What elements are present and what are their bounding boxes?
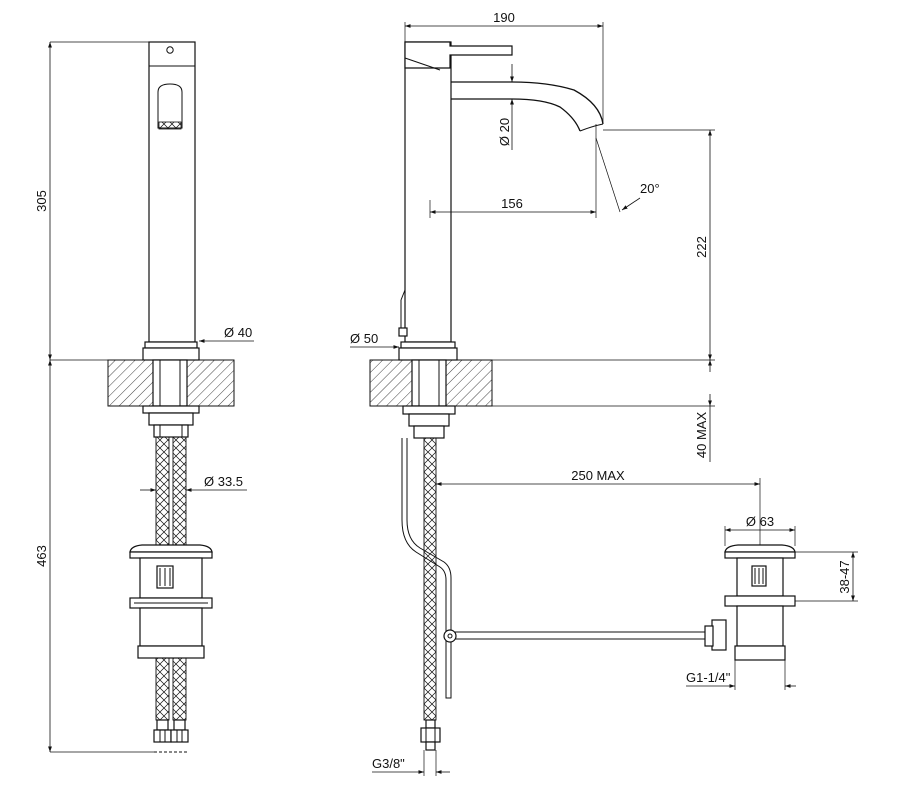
faucet-body-side	[404, 41, 452, 343]
dim-g1-1-4: G1-1/4"	[686, 670, 731, 685]
faucet-body-front	[148, 41, 196, 343]
dim-222: 222	[694, 236, 709, 258]
spout	[451, 81, 604, 125]
dim-dia-33-5: Ø 33.5	[204, 474, 243, 489]
dim-dia-63: Ø 63	[746, 514, 774, 529]
aerator	[158, 121, 182, 130]
dim-38-47: 38-47	[837, 560, 852, 593]
dim-dia-40: Ø 40	[224, 325, 252, 340]
dim-190: 190	[493, 10, 515, 25]
dim-angle: 20°	[640, 181, 660, 196]
dim-40-max: 40 MAX	[694, 412, 709, 459]
hose-side	[423, 437, 437, 721]
dim-dia-50: Ø 50	[350, 331, 378, 346]
front-view: 305 463 Ø 40 Ø 33.5	[34, 41, 254, 753]
dim-dia-20: Ø 20	[497, 118, 512, 146]
dim-463: 463	[34, 545, 49, 567]
lever-pin	[166, 46, 174, 54]
waste-front	[129, 544, 213, 659]
spout-outlet	[157, 83, 183, 129]
waste-side	[704, 544, 796, 661]
dim-250-max: 250 MAX	[571, 468, 625, 483]
lever-handle	[404, 41, 513, 69]
dim-g3-8: G3/8"	[372, 756, 405, 771]
popup-rod	[401, 438, 452, 699]
dim-305: 305	[34, 190, 49, 212]
side-view: 190 Ø 20 20° 156 222 Ø 50 40 MAX 250 MAX	[350, 10, 858, 776]
dim-156: 156	[501, 196, 523, 211]
